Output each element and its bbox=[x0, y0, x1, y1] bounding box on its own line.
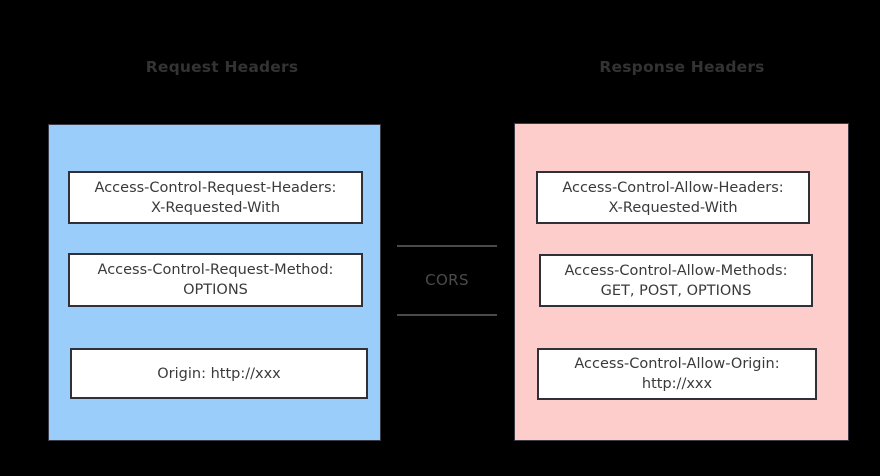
header-line-2: http://xxx bbox=[641, 376, 713, 392]
header-line-1: Access-Control-Allow-Methods: bbox=[564, 262, 788, 279]
cors-connector: CORS bbox=[397, 245, 497, 316]
request-headers-title: Request Headers bbox=[145, 58, 299, 76]
request-header-box-access-control-request-method: Access-Control-Request-Method: OPTIONS bbox=[68, 253, 363, 307]
cors-label: CORS bbox=[425, 271, 469, 289]
response-header-box-access-control-allow-headers: Access-Control-Allow-Headers: X-Requeste… bbox=[536, 171, 810, 224]
header-line-2: X-Requested-With bbox=[150, 199, 281, 216]
header-line-2: OPTIONS bbox=[183, 282, 248, 298]
response-header-box-access-control-allow-origin: Access-Control-Allow-Origin: http://xxx bbox=[537, 348, 817, 400]
request-header-box-access-control-request-headers: Access-Control-Request-Headers: X-Reques… bbox=[68, 171, 363, 224]
response-headers-title: Response Headers bbox=[599, 58, 765, 76]
response-header-box-access-control-allow-methods: Access-Control-Allow-Methods: GET, POST,… bbox=[539, 254, 813, 307]
header-line-1: Access-Control-Request-Headers: bbox=[94, 179, 337, 196]
request-header-box-origin: Origin: http://xxx bbox=[70, 348, 368, 399]
header-line-1: Origin: http://xxx bbox=[157, 365, 281, 382]
header-line-2: X-Requested-With bbox=[608, 199, 738, 216]
header-line-1: Access-Control-Allow-Headers: bbox=[562, 179, 784, 196]
header-line-1: Access-Control-Request-Method: bbox=[97, 262, 334, 278]
header-line-1: Access-Control-Allow-Origin: bbox=[574, 356, 780, 372]
header-line-2: GET, POST, OPTIONS bbox=[600, 282, 752, 299]
